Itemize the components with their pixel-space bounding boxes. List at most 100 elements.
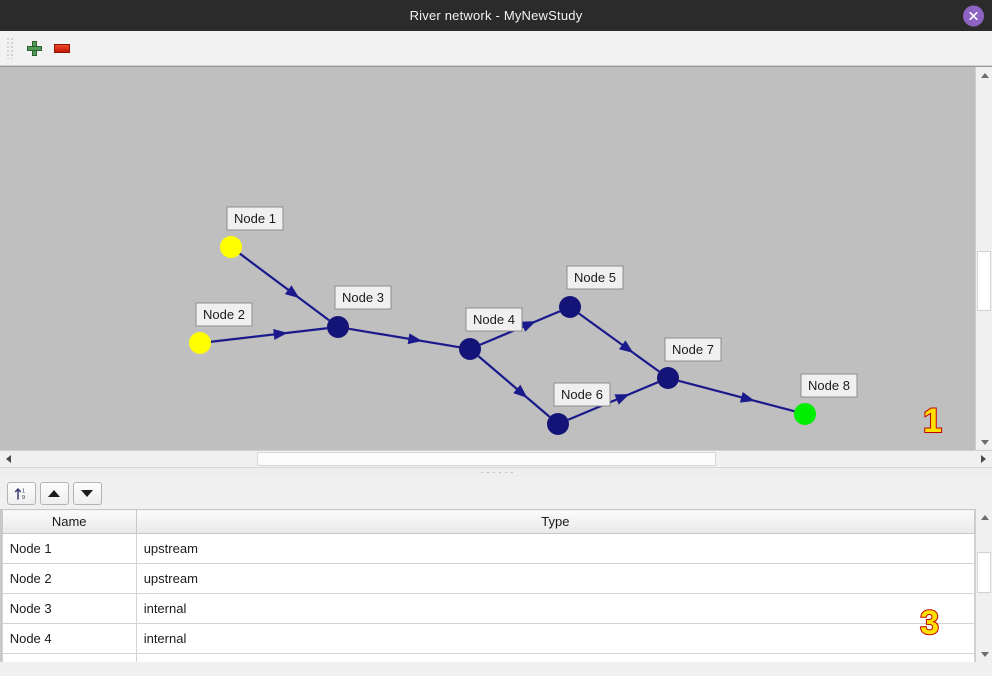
graph-edge-Node3-Node4[interactable] bbox=[348, 327, 460, 349]
sort-icon: 1 9 bbox=[15, 487, 25, 501]
arrow-down-icon bbox=[81, 489, 94, 497]
vscroll-thumb[interactable] bbox=[977, 251, 991, 312]
graph-node-label-Node6[interactable]: Node 6 bbox=[553, 382, 611, 407]
add-element-button[interactable] bbox=[20, 34, 48, 62]
hscroll-thumb[interactable] bbox=[256, 452, 717, 466]
toolbar-drag-handle[interactable] bbox=[6, 37, 14, 59]
svg-text:Node 6: Node 6 bbox=[561, 387, 603, 402]
scroll-up-icon[interactable] bbox=[976, 67, 992, 83]
graph-vertical-scrollbar[interactable] bbox=[975, 67, 992, 450]
svg-text:Node 2: Node 2 bbox=[203, 307, 245, 322]
graph-edge-Node2-Node3[interactable] bbox=[210, 327, 328, 343]
network-diagram: Node 1 Node 2 Node 3 Node 4 Node 5 Node 6 Node… bbox=[189, 206, 858, 435]
graph-edge-arrowhead bbox=[739, 391, 755, 403]
graph-edge-Node4-Node6[interactable] bbox=[477, 355, 551, 418]
svg-text:Node 3: Node 3 bbox=[342, 290, 384, 305]
table-cell[interactable]: Node 3 bbox=[1, 593, 137, 624]
graph-node-label-Node1[interactable]: Node 1 bbox=[226, 206, 284, 231]
graph-node-Node6[interactable] bbox=[547, 413, 569, 435]
nodes-toolbar: 1 9 bbox=[0, 477, 992, 509]
svg-text:Node 8: Node 8 bbox=[808, 378, 850, 393]
main-toolbar bbox=[0, 31, 992, 66]
table-row-empty bbox=[1, 653, 976, 662]
graph-edge-Node7-Node8[interactable] bbox=[678, 379, 795, 413]
graph-edge-arrowhead bbox=[513, 384, 528, 398]
graph-edge-arrowhead bbox=[407, 333, 423, 345]
hscroll-track[interactable] bbox=[17, 451, 975, 467]
plus-icon bbox=[26, 40, 42, 56]
scroll-left-icon[interactable] bbox=[0, 451, 17, 467]
nodes-sort-button[interactable]: 1 9 bbox=[6, 481, 36, 505]
graph-node-Node3[interactable] bbox=[327, 316, 349, 338]
vscroll-track[interactable] bbox=[976, 525, 992, 646]
minus-icon bbox=[54, 43, 70, 53]
scroll-down-icon[interactable] bbox=[976, 434, 992, 450]
graph-edge-Node1-Node3[interactable] bbox=[239, 252, 330, 322]
scroll-up-icon[interactable] bbox=[976, 509, 992, 525]
graph-node-label-Node3[interactable]: Node 3 bbox=[334, 285, 392, 310]
svg-text:Node 5: Node 5 bbox=[574, 270, 616, 285]
graph-edge-arrowhead bbox=[284, 285, 300, 299]
graph-node-Node4[interactable] bbox=[459, 338, 481, 360]
graph-node-Node5[interactable] bbox=[559, 296, 581, 318]
graph-edge-arrowhead bbox=[614, 394, 630, 405]
window-titlebar: River network - MyNewStudy bbox=[0, 0, 992, 31]
table-cell[interactable]: internal bbox=[135, 593, 976, 624]
graph-edge-arrowhead bbox=[618, 340, 634, 354]
table-cell-empty bbox=[135, 653, 976, 662]
column-header-name[interactable]: Name bbox=[1, 509, 137, 534]
graph-node-Node7[interactable] bbox=[657, 367, 679, 389]
svg-text:Node 4: Node 4 bbox=[473, 312, 515, 327]
graph-edge-Node6-Node7[interactable] bbox=[567, 381, 659, 421]
table-cell-empty bbox=[1, 653, 137, 662]
graph-node-Node8[interactable] bbox=[794, 403, 816, 425]
svg-text:9: 9 bbox=[22, 495, 25, 501]
graph-edge-arrowhead bbox=[520, 321, 536, 332]
table-cell[interactable]: Node 2 bbox=[1, 563, 137, 594]
horizontal-splitter[interactable] bbox=[0, 467, 992, 477]
splitter-grip bbox=[479, 471, 513, 474]
graph-edge-arrowhead bbox=[273, 328, 288, 340]
graph-node-label-Node8[interactable]: Node 8 bbox=[800, 373, 858, 398]
nodes-vertical-scrollbar[interactable] bbox=[975, 509, 992, 662]
graph-horizontal-scrollbar[interactable] bbox=[0, 450, 992, 467]
table-cell[interactable]: Node 4 bbox=[1, 623, 137, 654]
network-canvas[interactable]: Node 1 Node 2 Node 3 Node 4 Node 5 Node 6 Node… bbox=[0, 67, 975, 450]
graph-node-Node1[interactable] bbox=[220, 236, 242, 258]
column-header-type[interactable]: Type bbox=[136, 509, 976, 534]
network-graph-pane: Node 1 Node 2 Node 3 Node 4 Node 5 Node 6 Node… bbox=[0, 66, 992, 467]
graph-node-label-Node7[interactable]: Node 7 bbox=[664, 337, 722, 362]
svg-text:Node 7: Node 7 bbox=[672, 342, 714, 357]
window-title: River network - MyNewStudy bbox=[409, 8, 583, 23]
close-icon[interactable] bbox=[963, 5, 984, 26]
graph-edge-Node5-Node7[interactable] bbox=[578, 312, 660, 373]
table-cell[interactable]: upstream bbox=[135, 563, 976, 594]
vscroll-track[interactable] bbox=[976, 83, 992, 434]
svg-text:Node 1: Node 1 bbox=[234, 211, 276, 226]
graph-node-Node2[interactable] bbox=[189, 332, 211, 354]
table-cell[interactable]: upstream bbox=[135, 533, 976, 564]
svg-text:1: 1 bbox=[22, 488, 25, 494]
vscroll-thumb[interactable] bbox=[977, 551, 992, 593]
graph-node-label-Node4[interactable]: Node 4 bbox=[465, 307, 523, 332]
links-panel-footer bbox=[0, 662, 1, 676]
delete-element-button[interactable] bbox=[48, 34, 76, 62]
graph-node-label-Node2[interactable]: Node 2 bbox=[195, 302, 253, 327]
table-cell[interactable]: internal bbox=[135, 623, 976, 654]
nodes-move-up-button[interactable] bbox=[39, 481, 69, 505]
table-cell[interactable]: Node 1 bbox=[1, 533, 137, 564]
scroll-down-icon[interactable] bbox=[976, 646, 992, 662]
nodes-move-down-button[interactable] bbox=[72, 481, 102, 505]
scroll-right-icon[interactable] bbox=[975, 451, 992, 467]
graph-node-label-Node5[interactable]: Node 5 bbox=[566, 265, 624, 290]
